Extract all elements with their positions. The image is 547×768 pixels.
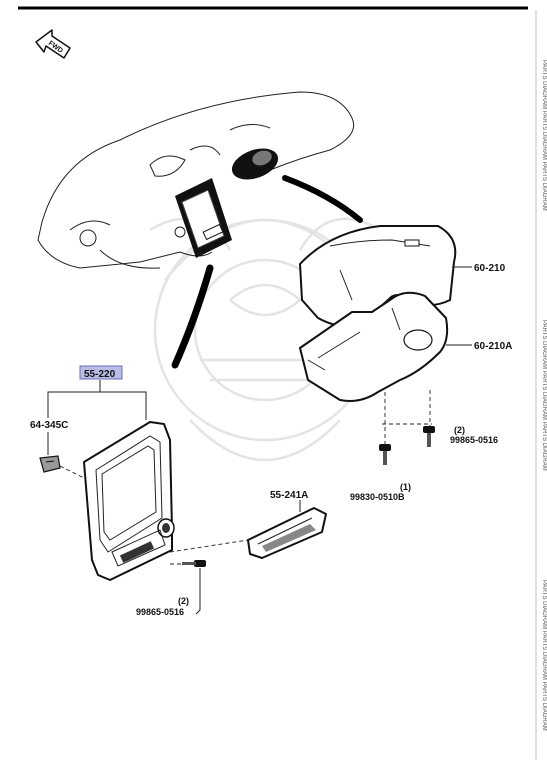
- screw-99830: [379, 392, 391, 465]
- label-60-210: 60-210: [474, 263, 506, 274]
- label-55-241a: 55-241A: [270, 490, 308, 501]
- label-55-220-highlight: [79, 365, 123, 380]
- label-55-220: 55-220: [84, 369, 116, 380]
- steering-column-opening: [231, 148, 279, 180]
- column-cover-lower: [299, 291, 449, 402]
- callout-arrow-to-panel: [171, 264, 214, 369]
- qty-99865-left: (2): [178, 596, 189, 606]
- clip-guide-dash: [59, 465, 89, 481]
- label-99830: 99830-0510B: [350, 492, 405, 502]
- pocket-55-241a: [247, 507, 327, 559]
- leader-55-220: [47, 380, 147, 420]
- side-strip-text: PARTS DIAGRAM PARTS DIAGRAM PARTS DIAGRA…: [541, 60, 547, 211]
- side-strip-text-3: PARTS DIAGRAM PARTS DIAGRAM PARTS DIAGRA…: [541, 580, 547, 731]
- pocket-guide-dash: [169, 539, 249, 553]
- qty-99830: (1): [400, 482, 411, 492]
- qty-99865-right: (2): [454, 425, 465, 435]
- label-99865-left: 99865-0516: [136, 607, 184, 617]
- label-60-210a: 60-210A: [474, 341, 512, 352]
- screw-99865-right: [423, 390, 435, 447]
- center-panel-frame-55-220: [83, 421, 175, 581]
- side-strip: PARTS DIAGRAM PARTS DIAGRAM PARTS DIAGRA…: [535, 10, 547, 760]
- label-64-345c: 64-345C: [30, 420, 68, 431]
- dash-center-panel: [175, 178, 232, 258]
- dashboard-outline: [37, 91, 355, 269]
- leader-99865-left: [195, 568, 201, 615]
- clip-64-345c: [39, 455, 61, 473]
- forward-direction-arrow: FWD: [35, 29, 71, 59]
- callout-arrow-to-column-cover: [282, 175, 363, 223]
- screw-99865-left: [182, 560, 206, 567]
- label-99865-right: 99865-0516: [450, 435, 498, 445]
- side-strip-text-2: PARTS DIAGRAM PARTS DIAGRAM PARTS DIAGRA…: [541, 320, 547, 471]
